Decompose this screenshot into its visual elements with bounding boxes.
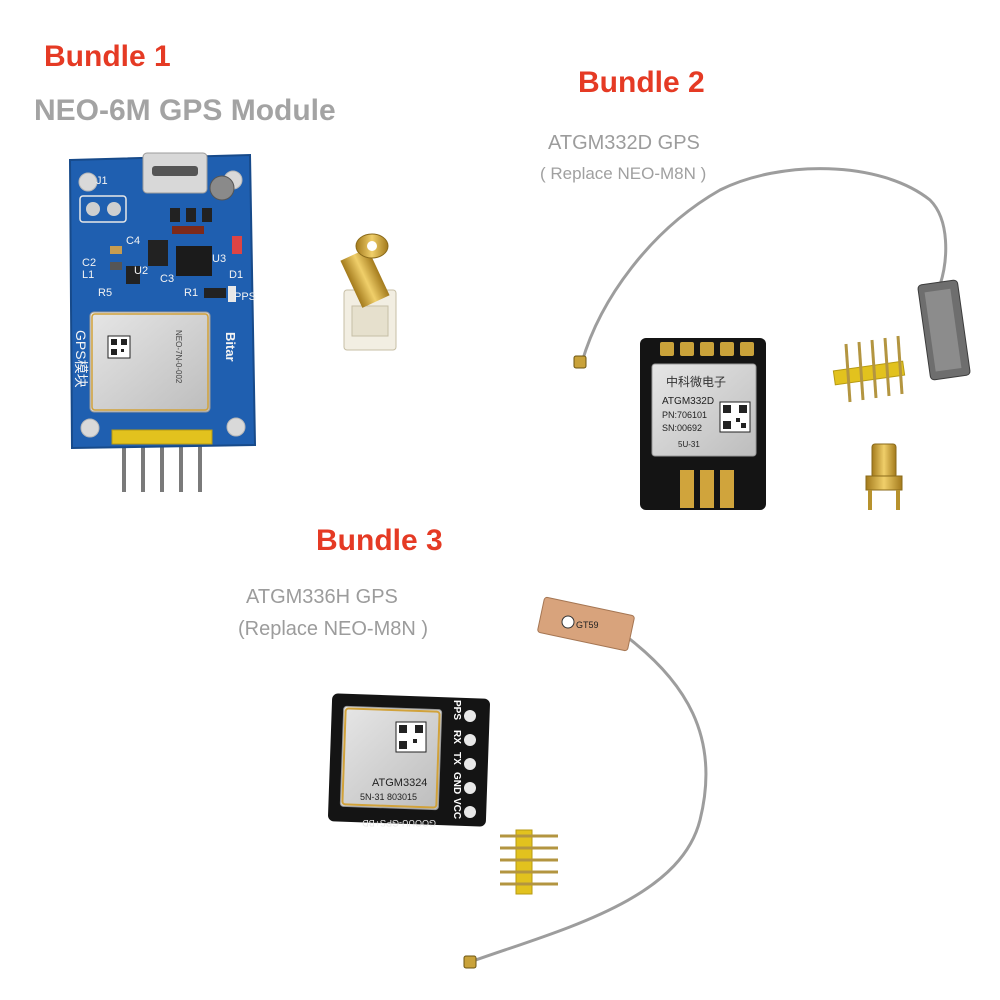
silk-j1: J1 (96, 175, 108, 187)
bundle2-antenna (573, 167, 971, 381)
board-edge-label: GOOUU-GPS+BD (362, 818, 436, 828)
chip-pn: PN:706101 (662, 410, 707, 420)
silk-u2: U2 (134, 265, 148, 277)
pin-label-tx: TX (451, 752, 462, 765)
chip336-model: ATGM3324 (372, 777, 427, 789)
bundle1-product: NEO-6M GPS Module (34, 94, 336, 127)
antenna-label: GT59 (576, 620, 599, 630)
neo6m-board: J1 C4 C2 L1 R5 U2 U3 D1 PPS R1 C3 GPS模块 … (68, 152, 257, 492)
chip336-code: 5N-31 803015 (360, 792, 417, 802)
bundle3-antenna: GT59 (463, 596, 708, 969)
chip-maker: 中科微电子 (666, 374, 726, 389)
bundle3-header-pins (500, 829, 558, 895)
silk-r5: R5 (98, 287, 112, 299)
atgm332d-board: 中科微电子 ATGM332D PN:706101 SN:00692 5U-31 (640, 338, 766, 510)
bundle2-product: ATGM332D GPS (548, 132, 700, 154)
bundle3-note: (Replace NEO-M8N ) (238, 618, 429, 640)
sma-right-angle-connector (340, 233, 397, 351)
bundle2-header-pins (832, 335, 906, 403)
neo6m-pin-leads (122, 440, 202, 492)
chip-model: ATGM332D (662, 396, 714, 407)
chip-code: 5U-31 (678, 440, 700, 449)
neo6m-qr-code (107, 335, 131, 359)
atgm336h-qr-code (395, 721, 427, 753)
bundle3-product: ATGM336H GPS (246, 586, 398, 608)
bundle2-heading: Bundle 2 (578, 66, 705, 99)
silk-c4: C4 (126, 235, 140, 247)
bundle3-heading: Bundle 3 (316, 524, 443, 557)
atgm332d-qr-code (719, 401, 751, 433)
silk-c3: C3 (160, 273, 174, 285)
silk-brand: Bitar (223, 332, 238, 362)
silk-u3: U3 (212, 253, 226, 265)
pin-label-gnd: GND (451, 772, 462, 794)
bundle1-heading: Bundle 1 (44, 40, 171, 73)
silk-c2: C2 (82, 257, 96, 269)
chip-sn: SN:00692 (662, 423, 702, 433)
pin-label-rx: RX (451, 730, 462, 744)
silk-gps-module: GPS模块 (73, 330, 89, 388)
silk-d1: D1 (229, 269, 243, 281)
bundle2-sma-connector (865, 443, 903, 510)
bundle2-note: ( Replace NEO-M8N ) (540, 164, 707, 183)
neo-module-code: NEO-7N-0-002 (174, 330, 183, 384)
pin-label-pps: PPS (451, 700, 462, 720)
silk-r1: R1 (184, 287, 198, 299)
silk-pps: PPS (234, 291, 256, 303)
silk-l1: L1 (82, 269, 94, 281)
atgm336h-board: ATGM3324 5N-31 803015 PPS RX TX GND VCC … (328, 693, 490, 828)
pin-label-vcc: VCC (451, 798, 462, 819)
